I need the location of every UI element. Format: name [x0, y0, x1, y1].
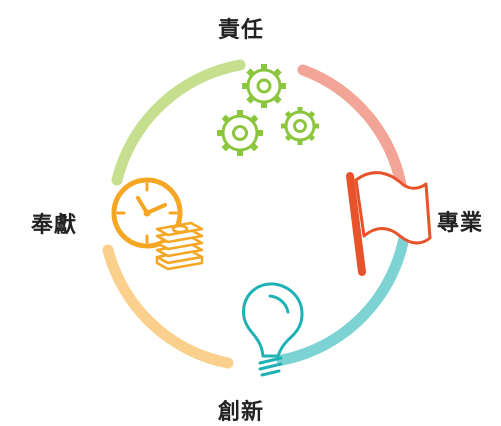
arc-top-left [111, 59, 246, 186]
label-professionalism: 專業 [437, 211, 484, 236]
ring [102, 59, 411, 369]
bulb-screw-3 [260, 369, 281, 377]
clock-money-icon [111, 177, 204, 271]
arc-bottom-right [276, 226, 411, 366]
flag-icon [346, 171, 432, 276]
arc-top-right [297, 64, 408, 196]
bulb-glass [242, 282, 304, 358]
lightbulb-icon [242, 282, 304, 377]
bulb-screw-1 [258, 356, 283, 365]
money-stack [155, 221, 204, 271]
label-responsibility: 責任 [218, 18, 265, 43]
bulb-screw-2 [258, 362, 283, 371]
label-dedication: 奉獻 [31, 213, 78, 238]
gear-left [217, 110, 263, 156]
gear-right [281, 107, 319, 145]
gears-icon [217, 64, 319, 156]
arc-bottom-left [102, 244, 234, 369]
flag-cloth [354, 171, 432, 245]
bulb-highlight [268, 294, 290, 314]
flag-pole [346, 172, 366, 276]
label-innovation: 創新 [218, 400, 265, 425]
gear-large [242, 64, 286, 108]
